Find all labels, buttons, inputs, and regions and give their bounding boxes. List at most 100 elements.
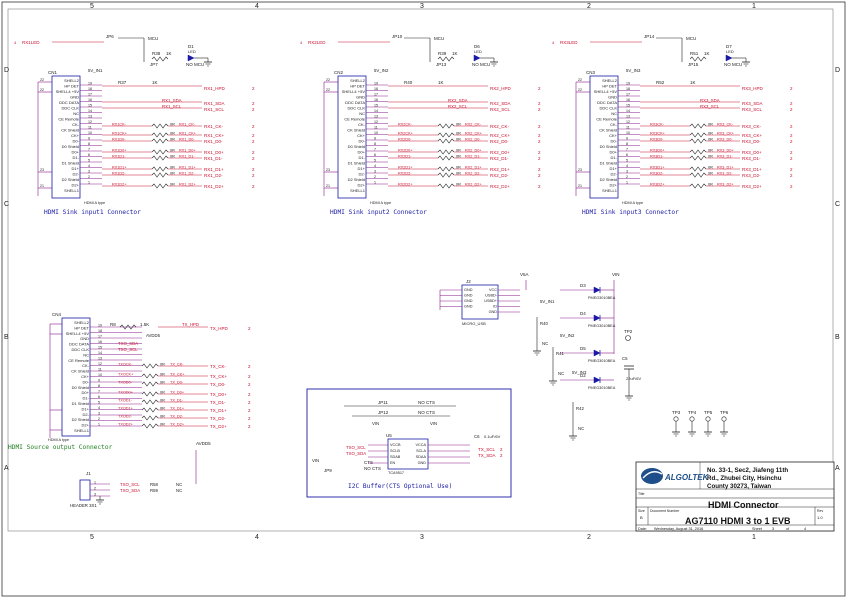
resistor [437,56,455,62]
resistor-ref: R37 [118,80,127,85]
pin-number: 15 [98,346,102,350]
resistor-value: 0R [160,423,165,427]
signal-net-label: RX1_D0+ [204,150,224,155]
connector-pin-name: D2- [83,412,90,417]
pin-number: 10 [88,131,92,135]
signal-net-label: RX2D2- [398,172,412,176]
pin-number: 23 [40,168,44,172]
connector-title: HDMI Sink input2 Connector [330,209,427,216]
resistor-value: 1K [690,80,696,85]
pin-number: 1 [626,181,628,185]
resistor-ref: R38 [152,51,161,56]
signal-net-label: TX_D0+ [170,391,185,395]
cap-value: 22uF/6V [626,376,641,381]
signal-net-label: TX_D2- [170,415,184,419]
page-ref: 2 [248,424,251,429]
page-ref: 2 [538,184,541,189]
resistor-value: 0R [708,183,713,187]
led-symbol [187,54,195,62]
pin-number: 7 [88,148,90,152]
scl-net-label: RX1_SCL [162,104,182,109]
date-value: Wednesday, August 31, 2016 [654,527,703,531]
connector-pin-name: SHELL2 [602,78,618,83]
signal-net-label: RX2D1- [398,155,412,159]
vin-label: 5V_IN3 [626,68,641,73]
jumper-ref: JP13 [436,62,447,67]
pin-number: 17 [88,93,92,97]
connector-pin-name: CK Shield [61,128,79,133]
pin-number: 12 [374,120,378,124]
pin-number: 9 [626,137,628,141]
connector-pin-name: D1 Shield [600,161,617,166]
signal-net-label: RX3_D1- [742,156,761,161]
connector-pin-name: SHELL4 +5V [56,89,80,94]
signal-net-label: RX3_D0+ [717,149,734,153]
page-ref: 2 [790,124,793,129]
page-ref: 2 [538,86,541,91]
connector-pin-name: HP DET [350,84,365,89]
resistor-value: 0R [160,391,165,395]
resistor-value: 0R [170,138,175,142]
v5a-label: V5A [520,272,529,277]
pin-number: 5 [374,159,376,163]
ic-pin-name: SCLB [390,449,400,453]
page-ref: 2 [538,139,541,144]
pin-number: 22 [40,88,44,92]
txo-scl-label: TXO_SCL [346,445,366,450]
pin-number: 2 [98,417,100,421]
address-line-3: County 30273, Taiwan [707,483,771,490]
pin-number: 11 [98,368,102,372]
border-column-bottom-label: 1 [752,534,756,541]
led-symbol [725,54,733,62]
header-part: HEADER 3X1 [70,503,97,508]
border-column-top-label: 1 [752,3,756,10]
resistor-value: 0R [708,166,713,170]
signal-net-label: RX3D1- [650,155,664,159]
hpd-net-label: RX2_HPD [490,86,512,91]
signal-net-label: RX1_D0- [179,138,195,142]
signal-net-label: RX2_CK- [465,123,482,127]
resistor [141,391,159,397]
header-ref: J1 [86,471,91,476]
connector-pin-name: DDC CLK [599,106,617,111]
size-label: Size [638,509,645,513]
signal-net-label: RX1_D2+ [204,184,224,189]
connector-ref: CN1 [48,70,57,75]
signal-net-label: RX3_CK- [717,123,734,127]
header-net-label: TXO_SDA [120,488,140,493]
page-ref: 2 [500,453,503,458]
resistor [119,324,137,330]
signal-net-label: RX3CK- [650,123,665,127]
border-column-bottom-label: 3 [420,534,424,541]
company-logo: ALGOLTEK [641,468,710,484]
led-net-label: RX2LED [308,40,326,45]
pin-number: 11 [88,126,92,130]
page-ref: 2 [538,173,541,178]
signal-net-label: RX2_D1- [490,156,509,161]
signal-net-label: RX1D1- [112,155,126,159]
resistor [141,363,159,369]
resistor [151,183,169,189]
signal-net-label: RX1_CK- [204,124,224,129]
usb-pin-name: VCC [489,288,497,292]
connector-pin-name: SHELL1 [64,188,80,193]
resistor [151,166,169,172]
resistor-ref: R40 [540,321,548,326]
resistor [437,183,455,189]
border-row-left-label: B [4,334,9,341]
connector-pin-name: D0- [73,139,80,144]
connector-pin-name: D2 Shield [600,177,617,182]
connector-pin-name: D1- [73,155,80,160]
connector-pin-name: NC [359,111,365,116]
signal-net-label: RX3_D1- [717,155,733,159]
connector-pin-name: NC [611,111,617,116]
page-ref: 2 [790,101,793,106]
resistor-value: NC [578,426,584,431]
signal-net-label: RX3_D2- [742,173,761,178]
no-cts-label: NO CTS [418,400,435,405]
hpd-net-label: RX3_HPD [742,86,764,91]
connector-pin-name: CK Shield [347,128,365,133]
border-row-right-label: B [835,334,840,341]
resistor-value: 0R [456,149,461,153]
